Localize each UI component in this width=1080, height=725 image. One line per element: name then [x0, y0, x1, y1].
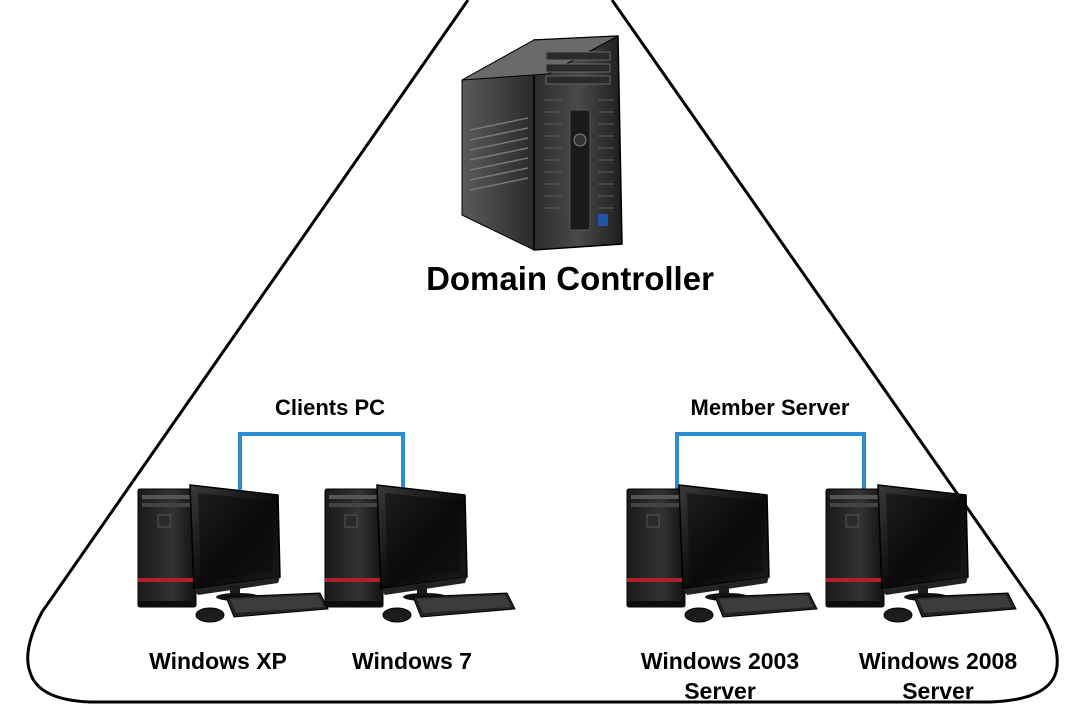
- member-server-label: Member Server: [690, 395, 850, 420]
- computer-icon: [825, 484, 1017, 623]
- triangle-outline: [26, 0, 1059, 704]
- computer-label-windows-2003-server: Windows 2003 Server: [610, 646, 830, 706]
- os-label: Windows 2003: [640, 648, 800, 674]
- member-server-connector: [675, 432, 866, 498]
- clients-connector: [238, 432, 405, 498]
- os-label-line2: Server: [684, 678, 756, 704]
- os-label-line2: Server: [902, 678, 974, 704]
- os-label: Windows XP: [149, 648, 287, 674]
- computer-label-windows-7: Windows 7: [312, 646, 512, 676]
- computer-icon: [137, 484, 329, 623]
- computer-label-windows-2008-server: Windows 2008 Server: [828, 646, 1048, 706]
- server-tower-icon: [461, 35, 623, 251]
- domain-controller-label: Domain Controller: [426, 260, 714, 297]
- clients-pc-label: Clients PC: [274, 395, 386, 420]
- computer-icon: [324, 484, 516, 623]
- computer-label-windows-xp: Windows XP: [118, 646, 318, 676]
- computer-icon: [626, 484, 818, 623]
- os-label: Windows 2008: [858, 648, 1018, 674]
- os-label: Windows 7: [352, 648, 472, 674]
